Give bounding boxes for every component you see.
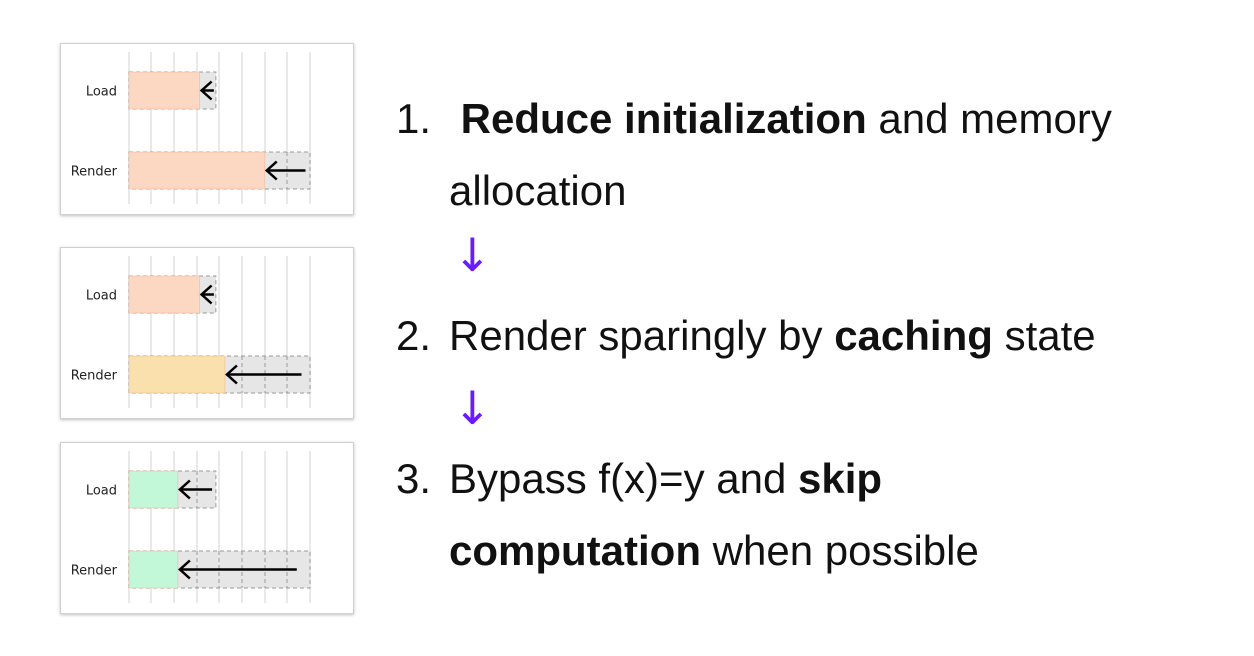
step-text-bold: computation <box>449 527 701 574</box>
step-1-line2: allocation <box>449 155 626 227</box>
duration-bar <box>128 470 179 509</box>
duration-bar <box>128 71 200 110</box>
step-text-bold: Reduce initialization <box>460 95 867 142</box>
duration-bar <box>128 151 266 190</box>
step-number: 3. <box>396 455 432 502</box>
step-text: allocation <box>449 167 627 214</box>
step-text: Bypass f(x)=y and <box>449 455 798 502</box>
step-3-line2: computation when possible <box>449 515 979 587</box>
bar-label: Render <box>71 165 118 180</box>
down-arrow-icon: ↓ <box>453 381 492 435</box>
arrow-head <box>225 364 238 385</box>
step-3-line1: Bypass f(x)=y and skip <box>449 455 882 502</box>
duration-bar <box>128 275 200 314</box>
step-2-line1: Render sparingly by caching state <box>449 312 1096 359</box>
arrow-head <box>199 284 213 305</box>
step-text: Render sparingly by <box>449 312 835 359</box>
step-text-bold: caching <box>834 312 993 359</box>
step-1: 1. Reduce initialization and memory allo… <box>396 83 1112 214</box>
bar-label: Render <box>71 564 118 579</box>
step-text: and memory <box>866 95 1112 142</box>
down-arrow-icon: ↓ <box>453 228 492 282</box>
step-number: 1. <box>396 95 432 142</box>
arrow-head <box>178 479 191 500</box>
step-3: 3. Bypass f(x)=y and skip computation whe… <box>396 443 979 574</box>
step-text: when possible <box>700 527 979 574</box>
arrow-head <box>178 559 191 580</box>
bar-label: Render <box>71 369 118 384</box>
step-number: 2. <box>396 312 432 359</box>
bar-label: Load <box>86 289 117 304</box>
duration-bar <box>128 550 179 589</box>
duration-bar <box>128 355 226 394</box>
arrow-head <box>264 160 278 181</box>
bar-label: Load <box>86 85 117 100</box>
step-text-bold: skip <box>797 455 883 502</box>
step-text: state <box>992 312 1096 359</box>
step-1-line1: Reduce initialization and memory <box>449 95 1112 142</box>
bar-label: Load <box>86 484 117 499</box>
step-2: 2. Render sparingly by caching state <box>396 300 1096 372</box>
arrow-head <box>199 80 213 101</box>
